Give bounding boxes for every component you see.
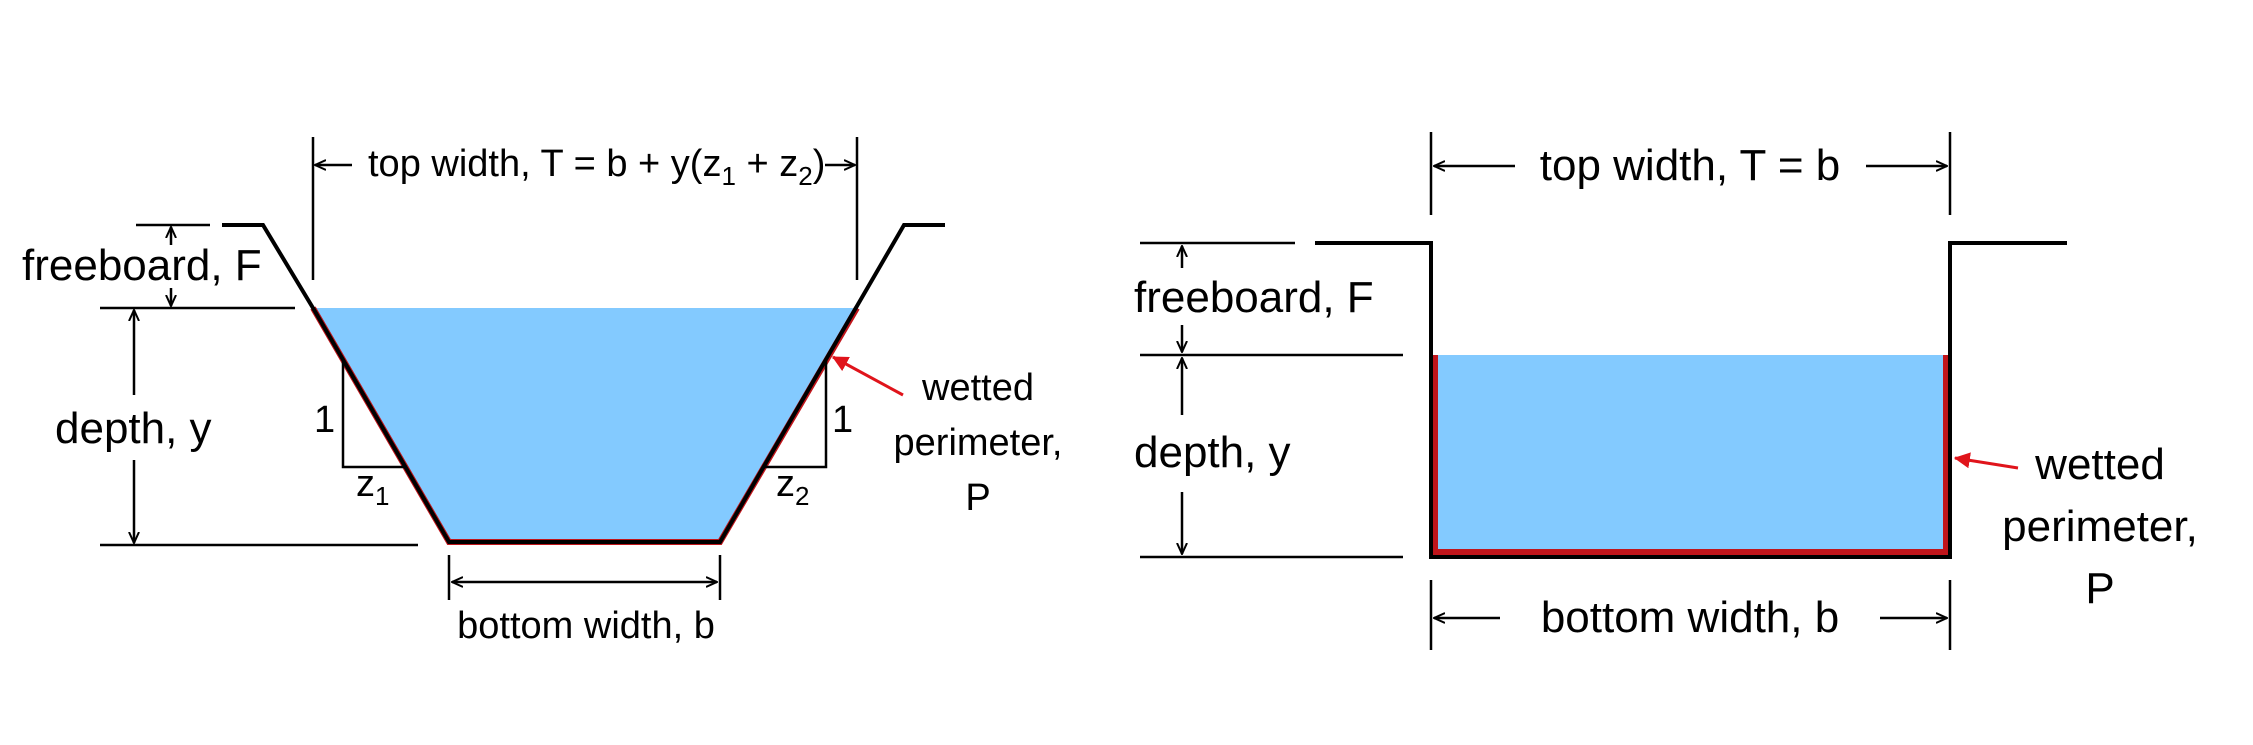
- trapezoid-freeboard-label: freeboard, F: [22, 241, 262, 290]
- rectangle-wetted-arrow: [1953, 452, 2019, 470]
- trapezoid-left-slope-run: z1: [356, 463, 389, 511]
- trapezoid-right-slope-triangle: [764, 360, 828, 469]
- rectangle-depth-label: depth, y: [1134, 428, 1291, 477]
- rectangle-top-width-label: top width, T = b: [1540, 141, 1840, 190]
- rectangle-water: [1432, 355, 1948, 555]
- trapezoid-right-slope-rise: 1: [832, 399, 853, 441]
- trapezoid-depth-label: depth, y: [55, 404, 212, 453]
- trapezoidal-channel: top width, T = b + y(z1 + z2) freeboard,…: [22, 137, 1062, 647]
- trapezoid-wetted-label-line2: perimeter,: [894, 422, 1063, 464]
- trapezoid-left-slope-triangle: [341, 360, 405, 469]
- rectangle-freeboard-label: freeboard, F: [1134, 273, 1374, 322]
- trapezoid-left-slope-rise: 1: [314, 399, 335, 441]
- rectangle-bottom-width-label: bottom width, b: [1541, 593, 1839, 642]
- trapezoid-top-width-label: top width, T = b + y(z1 + z2): [368, 143, 825, 191]
- rectangle-wetted-label-line2: perimeter,: [2002, 502, 2198, 551]
- trapezoid-right-slope-run: z2: [776, 463, 809, 511]
- trapezoid-channel-walls: [222, 223, 945, 544]
- rectangle-wetted-label-line3: P: [2085, 564, 2114, 613]
- trapezoid-wetted-label-line1: wetted: [921, 367, 1034, 409]
- rectangular-channel: top width, T = b freeboard, F depth, y w…: [1134, 132, 2198, 650]
- trapezoid-bottom-width-label: bottom width, b: [457, 605, 715, 647]
- trapezoid-water: [313, 308, 857, 542]
- rectangle-wetted-perimeter: [1432, 355, 1949, 555]
- rectangle-wetted-label-line1: wetted: [2034, 440, 2165, 489]
- trapezoid-wetted-arrow: [831, 355, 904, 397]
- trapezoid-wetted-label-line3: P: [965, 477, 990, 519]
- rectangle-channel-walls: [1315, 241, 2067, 559]
